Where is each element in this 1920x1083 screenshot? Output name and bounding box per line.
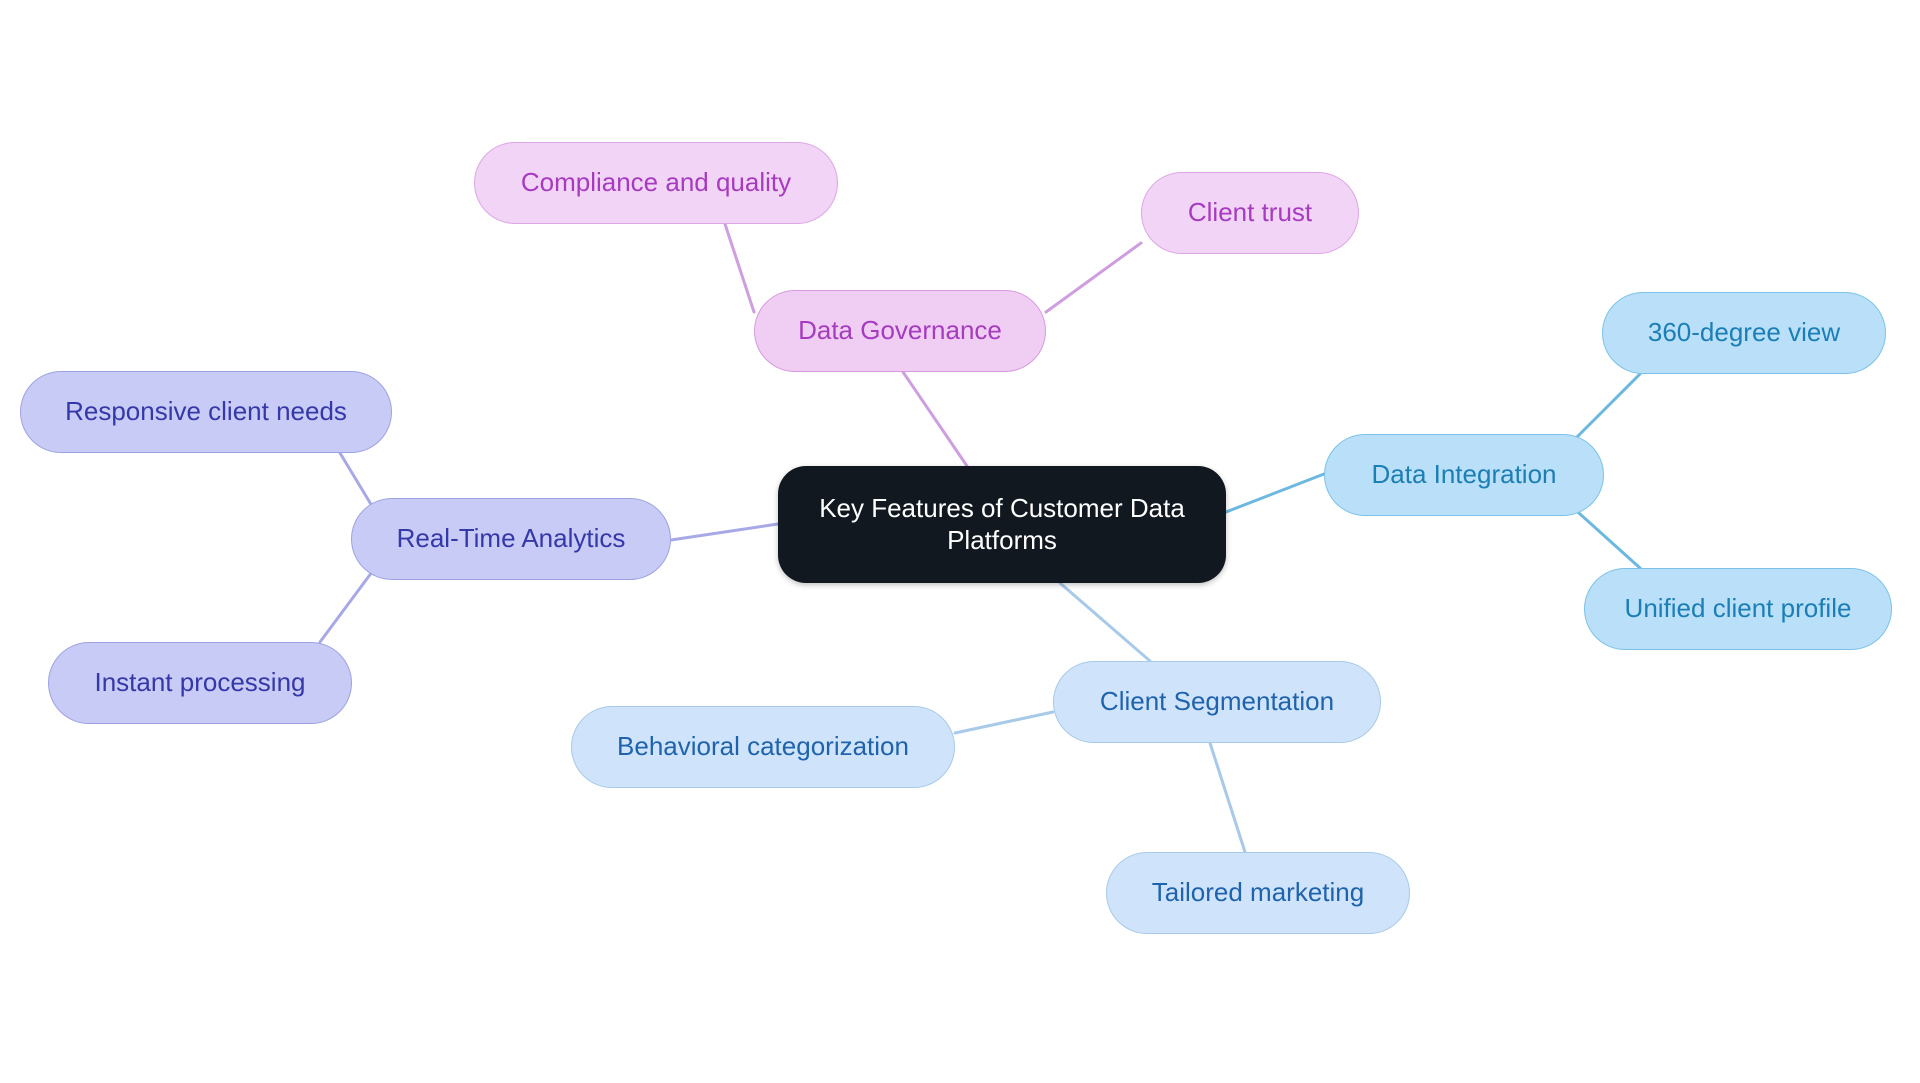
node-client-trust[interactable]: Client trust [1141,172,1359,254]
node-client-segmentation[interactable]: Client Segmentation [1053,661,1381,743]
node-realtime-analytics[interactable]: Real-Time Analytics [351,498,671,580]
edge-data-governance-compliance [723,222,756,314]
edge-realtime-instant [318,570,374,644]
edge-root-client-segmentation [1058,581,1152,663]
node-label-realtime-analytics: Real-Time Analytics [396,523,626,554]
node-label-behavioral-categorization: Behavioral categorization [617,731,909,762]
node-label-client-trust: Client trust [1187,197,1313,228]
node-label-client-segmentation: Client Segmentation [1099,686,1335,717]
node-label-degree-view: 360-degree view [1647,317,1841,348]
edge-data-integration-360 [1568,372,1642,446]
node-label-compliance-quality: Compliance and quality [520,167,792,198]
edge-root-data-governance [901,370,969,468]
edge-client-segmentation-behavioral [953,710,1055,735]
edge-realtime-responsive [338,451,374,508]
edge-root-realtime-analytics [669,522,780,542]
node-label-root: Key Features of Customer Data Platforms [819,492,1185,555]
edge-client-segmentation-tailored [1208,741,1247,854]
node-data-governance[interactable]: Data Governance [754,290,1046,372]
node-data-integration[interactable]: Data Integration [1324,434,1604,516]
node-label-data-integration: Data Integration [1371,459,1557,490]
node-compliance-quality[interactable]: Compliance and quality [474,142,838,224]
edge-data-governance-client-trust [1044,241,1143,314]
node-responsive-client-needs[interactable]: Responsive client needs [20,371,392,453]
node-label-unified-client-profile: Unified client profile [1624,593,1852,624]
node-degree-view[interactable]: 360-degree view [1602,292,1886,374]
node-label-responsive-client-needs: Responsive client needs [65,396,347,427]
node-label-data-governance: Data Governance [798,315,1002,346]
node-tailored-marketing[interactable]: Tailored marketing [1106,852,1410,934]
edge-root-data-integration [1224,472,1326,514]
node-unified-client-profile[interactable]: Unified client profile [1584,568,1892,650]
node-root[interactable]: Key Features of Customer Data Platforms [778,466,1226,583]
node-instant-processing[interactable]: Instant processing [48,642,352,724]
node-label-instant-processing: Instant processing [94,667,306,698]
edge-data-integration-unified [1568,503,1642,570]
node-label-tailored-marketing: Tailored marketing [1151,877,1365,908]
node-behavioral-categorization[interactable]: Behavioral categorization [571,706,955,788]
